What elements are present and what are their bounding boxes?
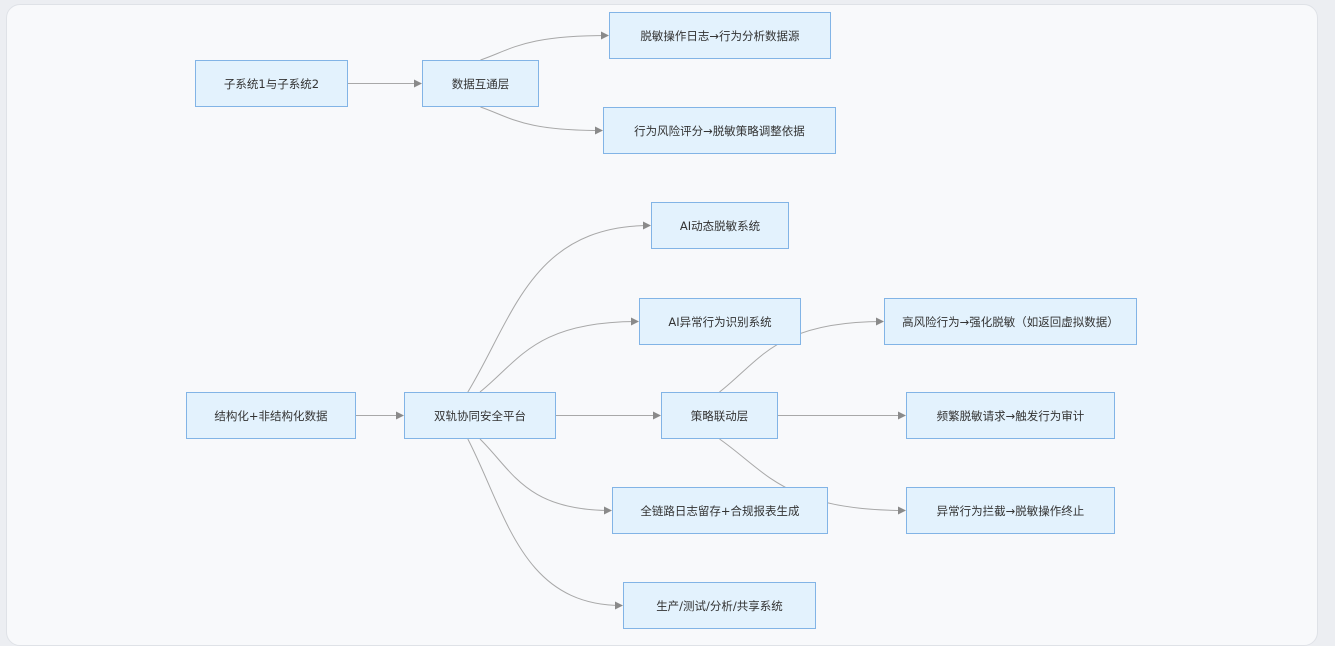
diagram-canvas: 子系统1与子系统2 数据互通层 脱敏操作日志→行为分析数据源 行为风险评分→脱敏… bbox=[6, 4, 1318, 646]
edge-platform-to-audit-log bbox=[479, 438, 612, 515]
node-log-source[interactable]: 脱敏操作日志→行为分析数据源 bbox=[609, 12, 831, 59]
edge-data-layer-to-risk-score bbox=[480, 106, 603, 135]
node-audit-log[interactable]: 全链路日志留存+合规报表生成 bbox=[612, 487, 828, 534]
edge-policy-layer-to-block bbox=[719, 438, 906, 515]
edge-data-layer-to-log-source bbox=[480, 31, 609, 61]
node-data-input[interactable]: 结构化+非结构化数据 bbox=[186, 392, 356, 439]
edge-platform-to-ai-masking bbox=[467, 221, 651, 393]
node-high-risk[interactable]: 高风险行为→强化脱敏（如返回虚拟数据） bbox=[884, 298, 1137, 345]
node-risk-score[interactable]: 行为风险评分→脱敏策略调整依据 bbox=[603, 107, 836, 154]
edge-platform-to-systems bbox=[467, 438, 623, 610]
node-data-layer[interactable]: 数据互通层 bbox=[422, 60, 539, 107]
node-policy-layer[interactable]: 策略联动层 bbox=[661, 392, 778, 439]
node-frequent[interactable]: 频繁脱敏请求→触发行为审计 bbox=[906, 392, 1115, 439]
edge-platform-to-ai-anomaly bbox=[479, 317, 639, 393]
node-subsystems[interactable]: 子系统1与子系统2 bbox=[195, 60, 348, 107]
node-ai-anomaly[interactable]: AI异常行为识别系统 bbox=[639, 298, 801, 345]
edges-layer bbox=[348, 31, 906, 610]
node-ai-masking[interactable]: AI动态脱敏系统 bbox=[651, 202, 789, 249]
node-block[interactable]: 异常行为拦截→脱敏操作终止 bbox=[906, 487, 1115, 534]
node-systems[interactable]: 生产/测试/分析/共享系统 bbox=[623, 582, 816, 629]
node-platform[interactable]: 双轨协同安全平台 bbox=[404, 392, 556, 439]
